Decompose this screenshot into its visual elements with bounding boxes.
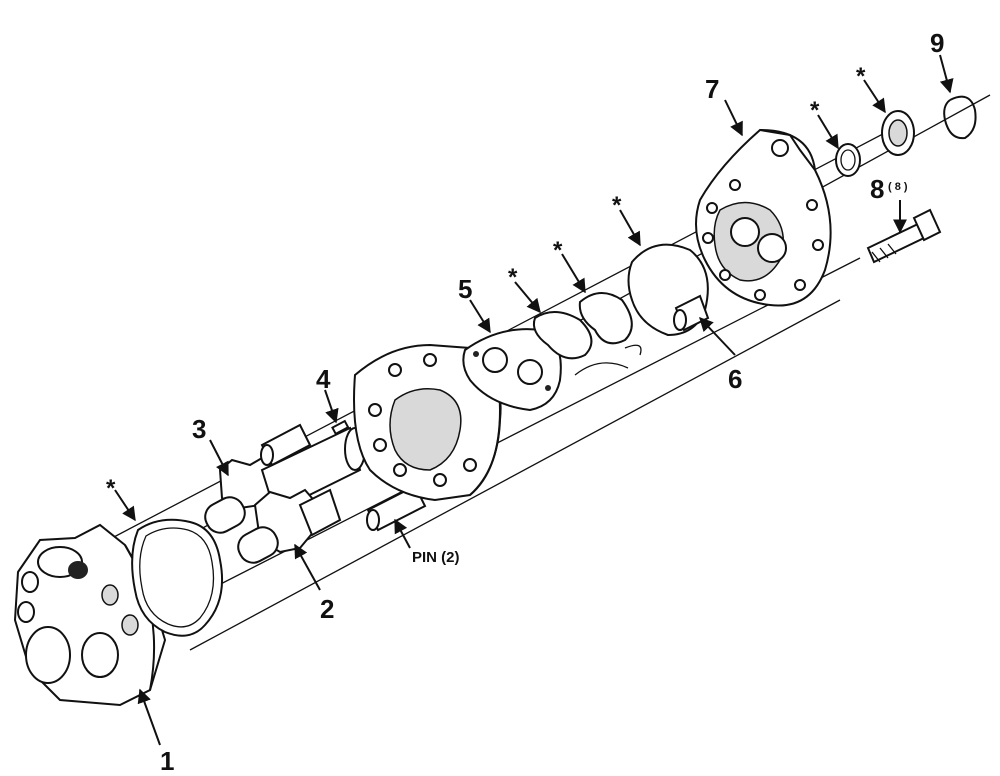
wear-plate: [462, 328, 562, 412]
callout-pin: PIN (2): [412, 549, 460, 566]
callout-9: 9: [930, 28, 944, 58]
gasket-front: [131, 518, 224, 637]
callout-4: 4: [316, 364, 331, 394]
star-marker-rear-gasket: *: [612, 192, 622, 219]
shaft-seal-large: [881, 110, 915, 156]
callout-1: 1: [160, 746, 174, 776]
retaining-ring: [943, 95, 977, 140]
callout-8-quantity: ( 8 ): [888, 181, 908, 193]
callout-6: 6: [728, 364, 742, 394]
rear-cover: [695, 128, 832, 307]
callout-8: 8: [870, 174, 884, 204]
shaft-seal-small: [835, 143, 861, 177]
key-and-dowels: [260, 419, 427, 532]
drive-gear-shaft: [204, 426, 366, 534]
star-marker-small-seal: *: [810, 97, 820, 124]
callout-2: 2: [320, 594, 334, 624]
star-marker-seal-2: *: [553, 237, 563, 264]
callout-5: 5: [458, 274, 472, 304]
callout-7: 7: [705, 74, 719, 104]
callout-3: 3: [192, 414, 206, 444]
star-marker-front-gasket: *: [106, 475, 116, 502]
seal-rings: [532, 292, 642, 376]
pump-front-body: [13, 523, 167, 707]
leader-arrows: [114, 54, 954, 746]
center-housing: [353, 343, 502, 502]
star-marker-large-seal: *: [856, 63, 866, 90]
driven-gear: [237, 488, 342, 564]
cap-screw: [866, 208, 942, 264]
star-marker-seal-1: *: [508, 264, 518, 291]
